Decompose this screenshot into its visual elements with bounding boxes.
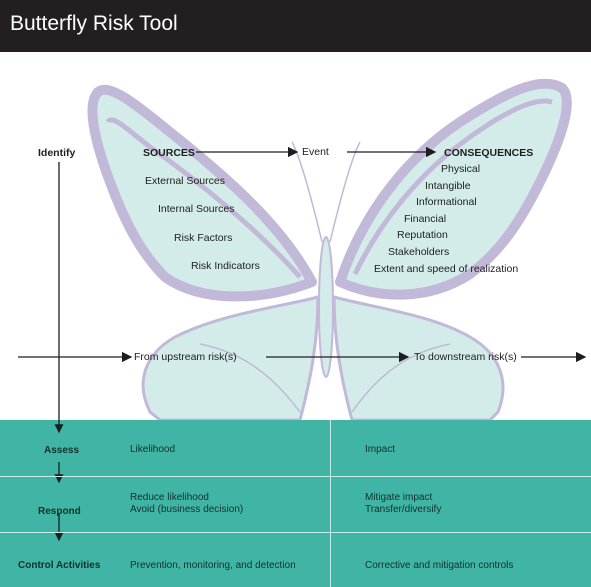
right-upper-wing xyxy=(335,78,572,300)
consequence-item: Reputation xyxy=(397,229,448,241)
consequence-item: Intangible xyxy=(425,180,471,192)
consequences-title: CONSEQUENCES xyxy=(444,147,534,159)
table-divider xyxy=(0,532,591,533)
source-item: External Sources xyxy=(145,175,225,187)
consequence-item: Informational xyxy=(416,196,477,208)
consequence-item: Financial xyxy=(404,213,447,225)
butterfly-diagram: Identify SOURCES External Sources Intern… xyxy=(0,52,591,420)
table-flow-arrows xyxy=(54,420,64,542)
assess-right-cell: Impact xyxy=(365,444,396,455)
respond-right-cell: Transfer/diversify xyxy=(365,504,442,515)
right-lower-wing xyxy=(332,295,505,420)
respond-left-cell: Avoid (business decision) xyxy=(130,504,244,515)
butterfly-body xyxy=(318,236,334,378)
butterfly-illustration xyxy=(18,78,587,420)
downstream-label: To downstream risk(s) xyxy=(414,351,517,363)
source-item: Internal Sources xyxy=(158,203,235,215)
consequence-item: Physical xyxy=(441,163,481,175)
sources-title: SOURCES xyxy=(143,147,195,159)
consequence-item: Extent and speed of realization xyxy=(374,263,519,275)
source-item: Risk Indicators xyxy=(191,260,260,272)
page-title: Butterfly Risk Tool xyxy=(10,12,178,35)
control-right-cell: Corrective and mitigation controls xyxy=(365,560,514,571)
title-bar: Butterfly Risk Tool xyxy=(0,0,591,52)
respond-right-cell: Mitigate impact xyxy=(365,492,433,503)
assess-left-cell: Likelihood xyxy=(130,444,176,455)
identify-label: Identify xyxy=(38,147,76,159)
table-divider xyxy=(0,476,591,477)
row-label-control-activities: Control Activities xyxy=(18,560,101,571)
respond-left-cell: Reduce likelihood xyxy=(130,492,209,503)
risk-table: Assess Likelihood Impact Respond Reduce … xyxy=(0,420,591,587)
event-label: Event xyxy=(302,146,329,158)
row-label-respond: Respond xyxy=(38,506,81,517)
left-upper-wing xyxy=(87,85,317,302)
source-item: Risk Factors xyxy=(174,232,233,244)
row-label-assess: Assess xyxy=(44,445,80,456)
upstream-label: From upstream risk(s) xyxy=(134,351,237,363)
control-left-cell: Prevention, monitoring, and detection xyxy=(130,560,296,571)
left-lower-wing xyxy=(141,295,320,420)
table-column-divider xyxy=(330,420,331,587)
consequence-item: Stakeholders xyxy=(388,246,450,258)
